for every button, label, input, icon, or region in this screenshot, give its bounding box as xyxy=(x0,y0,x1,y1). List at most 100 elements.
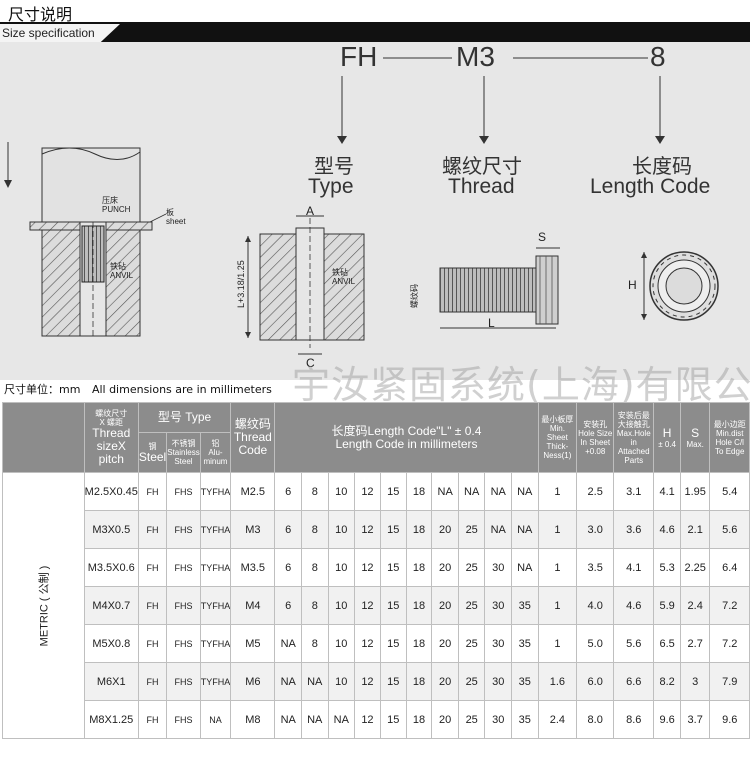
down-arrow-icon xyxy=(4,142,12,188)
cell-length-code: 25 xyxy=(457,624,486,663)
cell-length-code: 10 xyxy=(327,662,356,701)
cell-max-hole: 4.6 xyxy=(613,586,655,625)
cell-length-code: 8 xyxy=(300,548,329,587)
cell-length-code: 15 xyxy=(379,472,407,511)
dim-c: C xyxy=(306,356,315,370)
header-s: S Max. xyxy=(679,402,711,473)
cell-length-code: 8 xyxy=(300,624,329,663)
cell-length-code: 10 xyxy=(327,586,356,625)
cell-length-code: 12 xyxy=(354,510,381,549)
cell-length-code: 20 xyxy=(431,624,459,663)
header-length-code: 长度码Length Code"L" ± 0.4 Length Code in m… xyxy=(274,402,539,473)
cell-length-code: NA xyxy=(274,700,302,739)
cell-length-code: 15 xyxy=(379,586,407,625)
cell-aluminum: TYFHA xyxy=(199,510,232,549)
cell-hole-size: 2.5 xyxy=(576,472,615,511)
cell-min-edge: 6.4 xyxy=(709,548,750,587)
cell-hole-size: 3.5 xyxy=(576,548,615,587)
caption-length-en: Length Code xyxy=(590,175,711,198)
cell-length-code: NA xyxy=(510,548,539,587)
cell-length-code: 20 xyxy=(431,510,459,549)
cell-s: 2.7 xyxy=(679,624,711,663)
punch-label: 压床 PUNCH xyxy=(102,196,130,214)
anvil-label-1: 铁砧 ANVIL xyxy=(110,262,133,280)
cell-length-code: 18 xyxy=(405,548,433,587)
units-en: All dimensions are in millimeters xyxy=(91,383,272,396)
cell-length-code: 18 xyxy=(405,624,433,663)
cell-min-edge: 7.2 xyxy=(709,586,750,625)
cell-thread-size: M2.5X0.45 xyxy=(83,472,139,511)
title-cn: 尺寸说明 xyxy=(8,5,73,24)
cell-min-sheet: 1 xyxy=(537,624,578,663)
cell-s: 3 xyxy=(679,662,711,701)
anvil-label-1-en: ANVIL xyxy=(110,271,134,280)
anvil-label-1-cn: 铁砧 xyxy=(110,262,126,271)
cell-h: 9.6 xyxy=(653,700,681,739)
cell-hole-size: 8.0 xyxy=(576,700,615,739)
cell-length-code: 30 xyxy=(484,586,512,625)
cell-steel: FH xyxy=(137,624,168,663)
cell-length-code: NA xyxy=(327,700,356,739)
cell-max-hole: 4.1 xyxy=(613,548,655,587)
fastener-side-view xyxy=(439,247,560,329)
cell-length-code: 25 xyxy=(457,700,486,739)
cell-length-code: 15 xyxy=(379,662,407,701)
anvil-label-2: 铁砧 ANVIL xyxy=(332,268,355,286)
cell-stainless: FHS xyxy=(166,700,201,739)
cell-length-code: 18 xyxy=(405,510,433,549)
cell-stainless: FHS xyxy=(166,662,201,701)
metric-header-blank xyxy=(2,402,85,473)
cell-steel: FH xyxy=(137,586,168,625)
cell-length-code: 18 xyxy=(405,700,433,739)
cell-length-code: 35 xyxy=(510,662,539,701)
cell-min-edge: 7.2 xyxy=(709,624,750,663)
code-prefix: FH xyxy=(340,41,378,72)
title-en: Size specification xyxy=(2,26,95,40)
header-h: H ± 0.4 xyxy=(653,402,681,473)
cell-length-code: 30 xyxy=(484,624,512,663)
cell-length-code: 30 xyxy=(484,548,512,587)
cell-length-code: 25 xyxy=(457,510,486,549)
title-bar-tab xyxy=(0,24,120,42)
cell-stainless: FHS xyxy=(166,624,201,663)
metric-label-cell: METRIC ( 公制 ) xyxy=(2,472,85,739)
cell-aluminum: TYFHA xyxy=(199,586,232,625)
cell-thread-code: M5 xyxy=(230,624,276,663)
cell-length-code: NA xyxy=(274,624,302,663)
cell-length-code: 8 xyxy=(300,472,329,511)
cell-length-code: 35 xyxy=(510,700,539,739)
header-stainless: 不锈钢 Stainless Steel xyxy=(166,432,201,473)
cell-thread-size: M5X0.8 xyxy=(83,624,139,663)
cell-length-code: NA xyxy=(431,472,459,511)
cell-length-code: NA xyxy=(484,472,512,511)
cell-stainless: FHS xyxy=(166,548,201,587)
header-hole-size: 安装孔 Hole Size In Sheet +0.08 xyxy=(576,402,615,473)
cell-length-code: 30 xyxy=(484,700,512,739)
caption-length-cn: 长度码 xyxy=(632,154,692,178)
header-thread-code: 螺纹码 Thread Code xyxy=(230,402,276,473)
cell-length-code: 8 xyxy=(300,586,329,625)
thread-code-side-label: 螺纹码 xyxy=(410,284,419,308)
cell-min-edge: 5.6 xyxy=(709,510,750,549)
cell-steel: FH xyxy=(137,662,168,701)
cell-length-code: 12 xyxy=(354,662,381,701)
cell-length-code: 12 xyxy=(354,472,381,511)
dim-a: A xyxy=(306,204,315,218)
title-header: 尺寸说明 xyxy=(0,0,750,24)
punch-label-en: PUNCH xyxy=(102,205,131,214)
diagram-drawing xyxy=(4,57,719,355)
cell-length-code: 10 xyxy=(327,510,356,549)
header-min-sheet: 最小板厚 Min. Sheet Thick- Ness(1) xyxy=(537,402,578,473)
cell-thread-code: M4 xyxy=(230,586,276,625)
cell-length-code: NA xyxy=(510,472,539,511)
cell-length-code: 25 xyxy=(457,662,486,701)
cell-s: 2.1 xyxy=(679,510,711,549)
cell-stainless: FHS xyxy=(166,586,201,625)
cell-length-code: NA xyxy=(274,662,302,701)
cell-thread-size: M4X0.7 xyxy=(83,586,139,625)
dim-h: H xyxy=(628,278,637,292)
dim-l-section: L+3.18/1.25 xyxy=(236,260,246,308)
cell-length-code: NA xyxy=(300,700,329,739)
